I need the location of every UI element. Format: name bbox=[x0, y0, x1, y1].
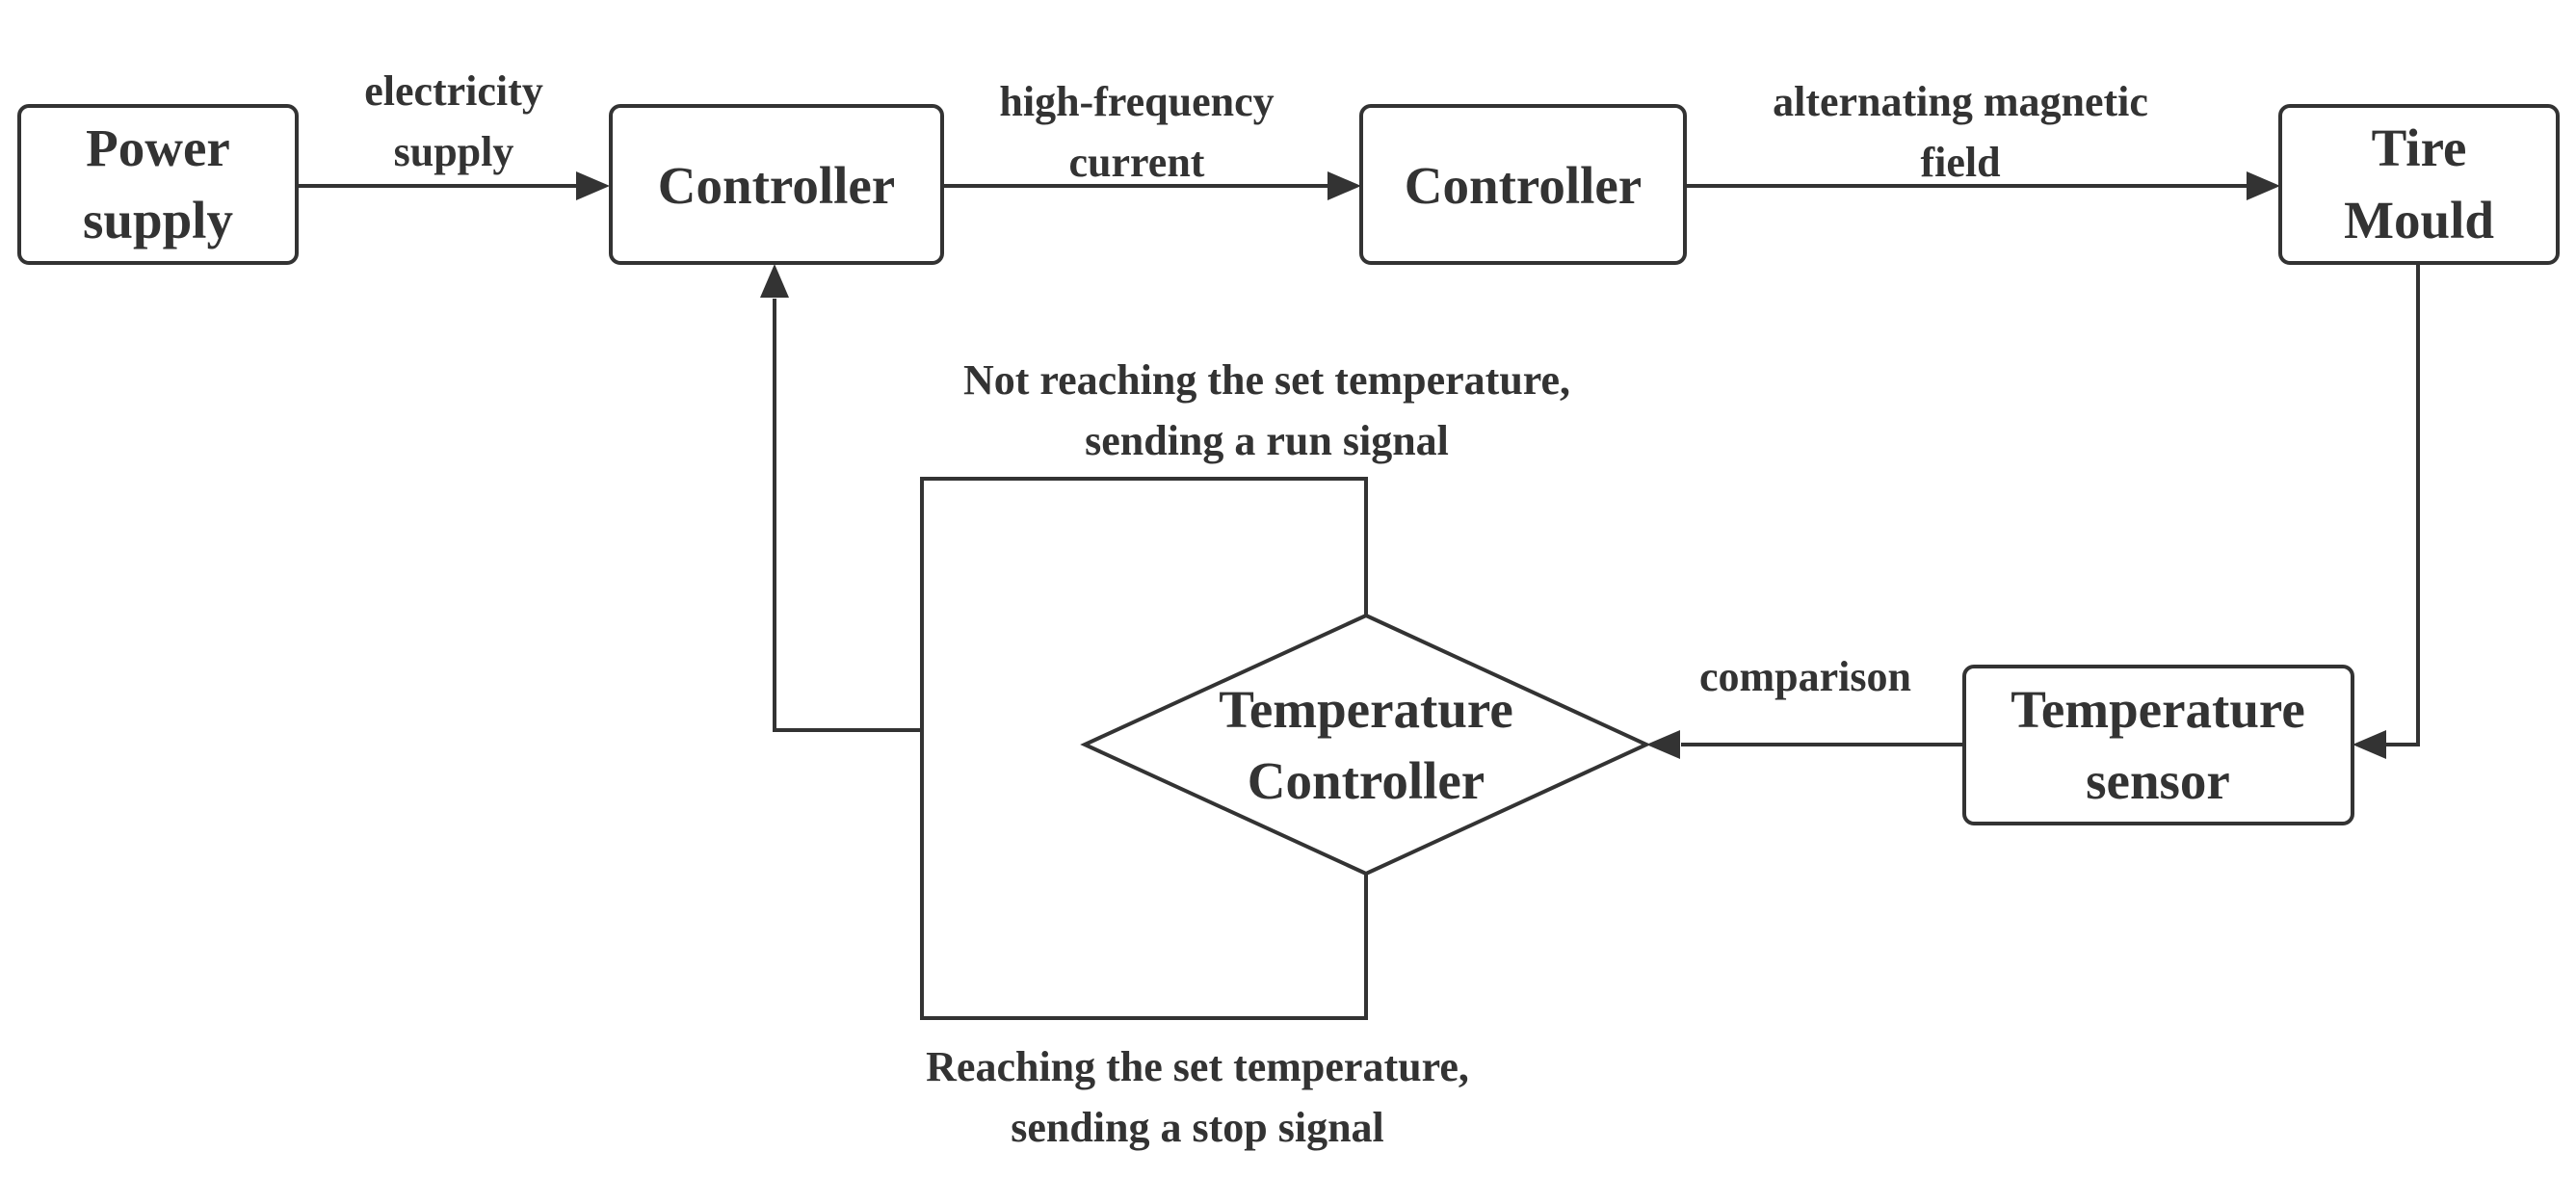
temperature-sensor-label-line2: sensor bbox=[2086, 751, 2230, 810]
temperature-controller-label-line1: Temperature bbox=[1219, 680, 1513, 739]
node-tire-mould: Tire Mould bbox=[2278, 104, 2560, 265]
edge-high-frequency-current-arrowhead bbox=[1327, 171, 1361, 200]
edge-mould-to-sensor-arrowhead bbox=[2353, 730, 2386, 759]
electricity-supply-label-line2: supply bbox=[394, 128, 514, 175]
alternating-magnetic-field-label-line1: alternating magnetic bbox=[1773, 78, 2148, 125]
connectors bbox=[299, 171, 2420, 1020]
temperature-sensor-label-line1: Temperature bbox=[2011, 680, 2305, 739]
node-temperature-controller: Temperature Controller bbox=[1080, 613, 1651, 877]
tire-mould-box bbox=[2278, 104, 2560, 265]
run-signal-label-line1: Not reaching the set temperature, bbox=[963, 356, 1570, 404]
node-temperature-sensor: Temperature sensor bbox=[1962, 665, 2354, 825]
electricity-supply-label-line1: electricity bbox=[364, 67, 543, 115]
edge-mould-to-sensor-line bbox=[2384, 263, 2420, 746]
temperature-controller-label-line2: Controller bbox=[1248, 751, 1485, 810]
edge-labels: electricity supply high-frequency curren… bbox=[364, 67, 2148, 1151]
power-supply-box bbox=[17, 104, 299, 265]
edge-comparison-arrowhead bbox=[1646, 730, 1680, 759]
edge-feedback-to-controller-arrowhead bbox=[760, 264, 789, 298]
edge-alternating-magnetic-field-arrowhead bbox=[2247, 171, 2280, 200]
edge-electricity-supply-arrowhead bbox=[576, 171, 610, 200]
high-frequency-current-label-line1: high-frequency bbox=[999, 78, 1274, 125]
node-controller-1: Controller bbox=[609, 104, 944, 265]
power-supply-label-line1: Power bbox=[86, 118, 230, 177]
high-frequency-current-label-line2: current bbox=[1069, 139, 1205, 186]
edge-stop-signal-loop bbox=[920, 730, 1368, 1020]
controller-2-box bbox=[1359, 104, 1687, 265]
node-power-supply: Power supply bbox=[17, 104, 299, 265]
tire-mould-label-line2: Mould bbox=[2344, 191, 2494, 249]
stop-signal-label-line2: sending a stop signal bbox=[1011, 1104, 1384, 1151]
comparison-label: comparison bbox=[1699, 653, 1911, 700]
alternating-magnetic-field-label-line2: field bbox=[1920, 139, 2000, 186]
tire-mould-label-line1: Tire bbox=[2372, 118, 2467, 177]
run-signal-label-line2: sending a run signal bbox=[1085, 417, 1449, 464]
temperature-sensor-box bbox=[1962, 665, 2354, 825]
controller-1-label: Controller bbox=[658, 156, 895, 215]
node-controller-2: Controller bbox=[1359, 104, 1687, 265]
controller-2-label: Controller bbox=[1405, 156, 1642, 215]
power-supply-label-line2: supply bbox=[83, 191, 233, 249]
stop-signal-label-line1: Reaching the set temperature, bbox=[926, 1043, 1469, 1090]
edge-run-signal-loop bbox=[920, 477, 1368, 730]
edge-feedback-to-controller-line bbox=[773, 299, 922, 732]
temperature-controller-diamond bbox=[1080, 613, 1651, 877]
controller-1-box bbox=[609, 104, 944, 265]
